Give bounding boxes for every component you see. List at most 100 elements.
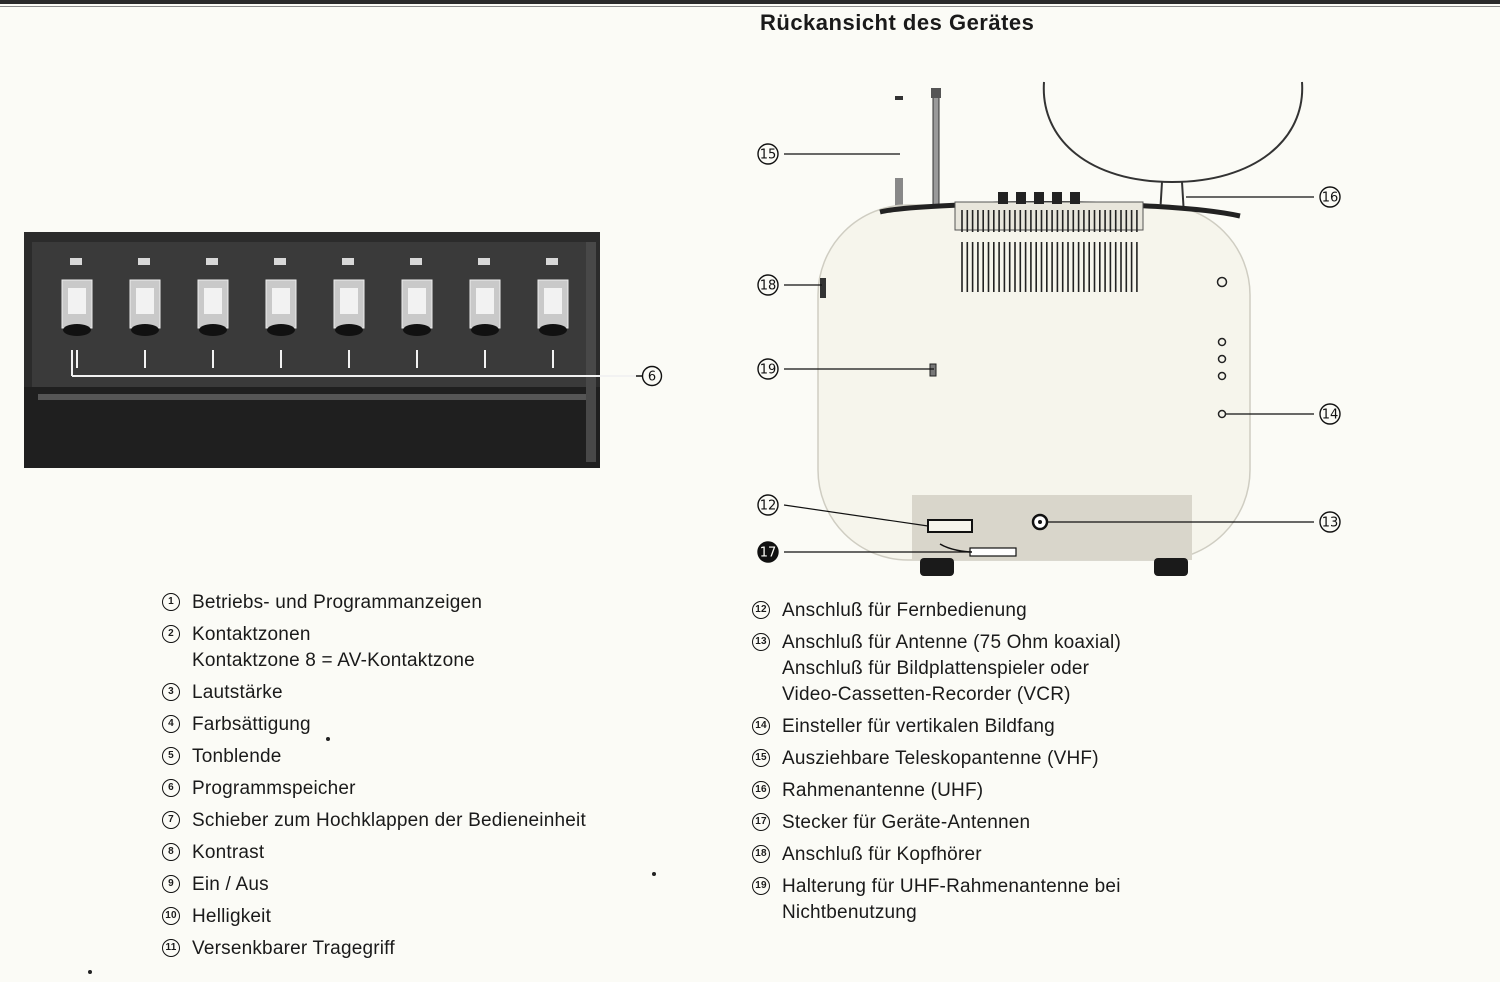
legend-text: Rahmenantenne (UHF) xyxy=(782,780,984,801)
legend-text: Anschluß für Fernbedienung xyxy=(782,600,1027,621)
legend-item: 10 Helligkeit xyxy=(162,904,586,930)
legend-text: Stecker für Geräte-Antennen xyxy=(782,812,1031,833)
legend-number-badge: 11 xyxy=(162,939,180,957)
legend-item: 18 Anschluß für Kopfhörer xyxy=(752,842,1121,868)
page-title: Rückansicht des Gerätes xyxy=(760,10,1035,35)
svg-text:19: 19 xyxy=(760,363,777,378)
legend-number-badge: 9 xyxy=(162,875,180,893)
contact-zone-slot xyxy=(537,258,569,368)
telescopic-antenna xyxy=(932,91,940,211)
callout-19: 19 xyxy=(757,358,779,380)
legend-text: Farbsättigung xyxy=(192,714,311,735)
svg-text:16: 16 xyxy=(1322,191,1339,206)
svg-text:12: 12 xyxy=(760,499,777,514)
legend-text: Kontaktzonen xyxy=(192,624,311,645)
legend-number-badge: 13 xyxy=(752,633,770,651)
callout-15: 15 xyxy=(757,143,779,165)
legend-number-badge: 15 xyxy=(752,749,770,767)
legend-number-badge: 1 xyxy=(162,593,180,611)
svg-text:6: 6 xyxy=(648,370,656,385)
legend-number-badge: 19 xyxy=(752,877,770,895)
svg-text:13: 13 xyxy=(1322,516,1339,531)
legend-text: Anschluß für Antenne (75 Ohm koaxial) xyxy=(782,632,1122,653)
legend-item: 3 Lautstärke xyxy=(162,680,586,706)
legend-text: Programmspeicher xyxy=(192,778,356,799)
legend-item: 17 Stecker für Geräte-Antennen xyxy=(752,810,1121,836)
legend-text: Helligkeit xyxy=(192,906,272,927)
callout-6: 6 xyxy=(641,365,663,387)
contact-zone-slot xyxy=(401,258,433,368)
contact-zone-slot xyxy=(265,258,297,368)
callout-14: 14 xyxy=(1319,403,1341,425)
callout-17: 17 xyxy=(757,541,779,563)
callout-16: 16 xyxy=(1319,186,1341,208)
legend-text: Anschluß für Bildplattenspieler oder xyxy=(782,658,1090,679)
legend-text: Versenkbarer Tragegriff xyxy=(192,938,395,959)
legend-number-badge: 16 xyxy=(752,781,770,799)
legend-text: Einsteller für vertikalen Bildfang xyxy=(782,716,1055,737)
legend-number-badge: 7 xyxy=(162,811,180,829)
legend-text: Ein / Aus xyxy=(192,874,269,895)
print-speck xyxy=(652,872,656,876)
print-speck xyxy=(326,737,330,741)
legend-text: Schieber zum Hochklappen der Bedieneinhe… xyxy=(192,810,586,831)
legend-item: 7 Schieber zum Hochklappen der Bedieneinh… xyxy=(162,808,586,834)
legend-item: 13 Anschluß für Antenne (75 Ohm koaxial) A… xyxy=(752,630,1121,708)
legend-item: 16 Rahmenantenne (UHF) xyxy=(752,778,1121,804)
legend-number-badge: 12 xyxy=(752,601,770,619)
legend-text: Video-Cassetten-Recorder (VCR) xyxy=(782,684,1071,705)
legend-item: 9 Ein / Aus xyxy=(162,872,586,898)
legend-number-badge: 8 xyxy=(162,843,180,861)
legend-item: 5 Tonblende xyxy=(162,744,586,770)
rear-view-diagram: 15 16 18 19 14 12 13 17 xyxy=(757,81,1341,576)
legend-number-badge: 17 xyxy=(752,813,770,831)
legend-text: Lautstärke xyxy=(192,682,283,703)
legend-number-badge: 3 xyxy=(162,683,180,701)
legend-item: 6 Programmspeicher xyxy=(162,776,586,802)
legend-number-badge: 2 xyxy=(162,625,180,643)
callout-18: 18 xyxy=(757,274,779,296)
legend-item: 8 Kontrast xyxy=(162,840,586,866)
contact-zone-slot xyxy=(333,258,365,368)
uhf-loop-antenna xyxy=(1042,81,1304,184)
legend-item: 14 Einsteller für vertikalen Bildfang xyxy=(752,714,1121,740)
callout-13: 13 xyxy=(1319,511,1341,533)
remote-control-socket xyxy=(927,519,973,533)
svg-text:15: 15 xyxy=(760,148,777,163)
legend-text: Kontrast xyxy=(192,842,265,863)
svg-text:18: 18 xyxy=(760,279,777,294)
legend-text: Nichtbenutzung xyxy=(782,902,917,923)
svg-text:14: 14 xyxy=(1322,408,1339,423)
legend-number-badge: 14 xyxy=(752,717,770,735)
legend-text: Betriebs- und Programmanzeigen xyxy=(192,592,483,613)
legend-number-badge: 18 xyxy=(752,845,770,863)
legend-text: Tonblende xyxy=(192,746,282,767)
print-speck xyxy=(88,970,92,974)
top-border-rule-thin xyxy=(0,6,1500,7)
contact-zone-slot xyxy=(197,258,229,368)
legend-text: Kontaktzone 8 = AV-Kontaktzone xyxy=(192,650,475,671)
legend-item: 1 Betriebs- und Programmanzeigen xyxy=(162,590,586,616)
legend-item: 12 Anschluß für Fernbedienung xyxy=(752,598,1121,624)
svg-text:17: 17 xyxy=(760,546,777,561)
callout-12: 12 xyxy=(757,494,779,516)
legend-number-badge: 10 xyxy=(162,907,180,925)
legend-number-badge: 5 xyxy=(162,747,180,765)
legend-text: Anschluß für Kopfhörer xyxy=(782,844,982,865)
legend-item: 11 Versenkbarer Tragegriff xyxy=(162,936,586,962)
ventilation-grille xyxy=(961,210,1138,292)
contact-zone-slot xyxy=(469,258,501,368)
legend-number-badge: 6 xyxy=(162,779,180,797)
top-border-rule xyxy=(0,0,1500,4)
contact-zone-slot xyxy=(129,258,161,368)
front-panel-photo: 6 xyxy=(24,232,663,468)
legend-text: Halterung für UHF-Rahmenantenne bei xyxy=(782,876,1121,897)
contact-zone-slots xyxy=(61,258,569,368)
contact-zone-slot xyxy=(61,258,93,368)
